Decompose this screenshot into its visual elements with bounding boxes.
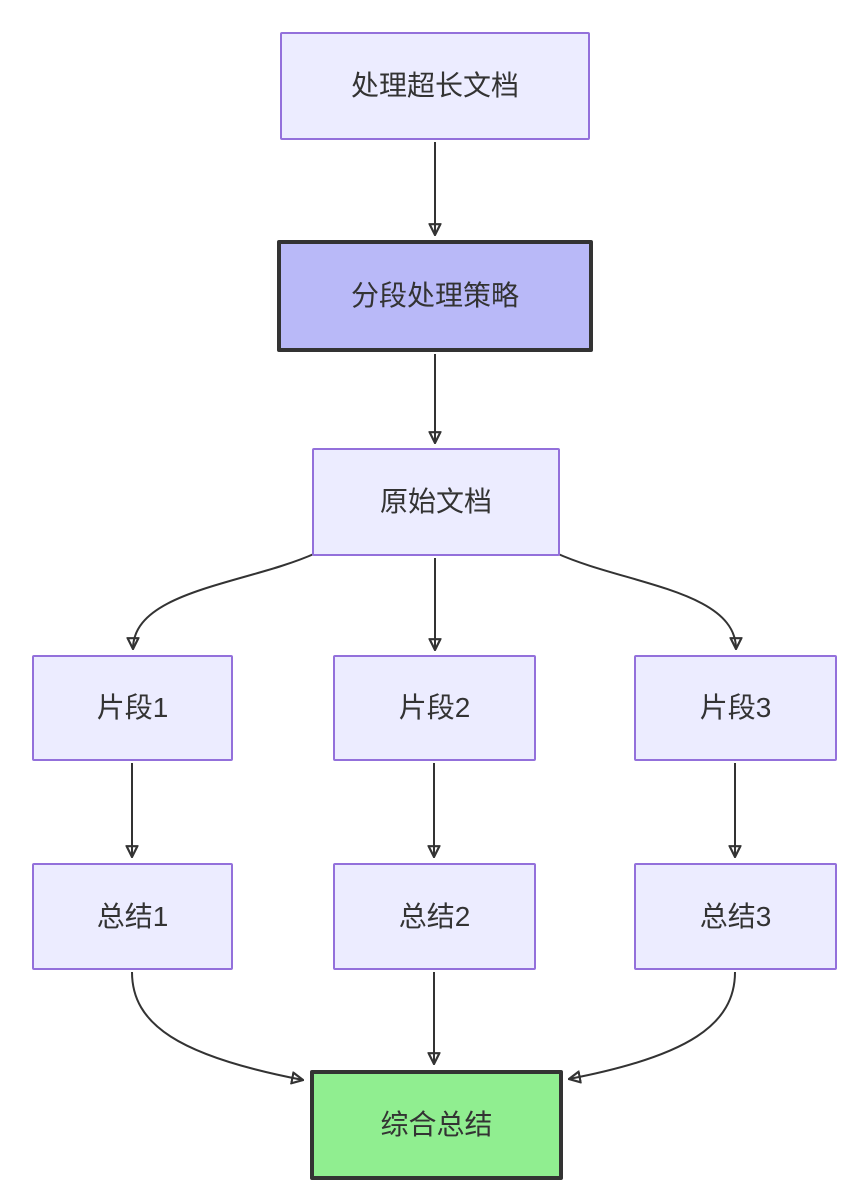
node-summary-3: 总结3 bbox=[634, 863, 837, 970]
node-final-summary: 综合总结 bbox=[310, 1070, 563, 1180]
node-original-document-label: 原始文档 bbox=[379, 486, 492, 518]
node-summary-2: 总结2 bbox=[333, 863, 536, 970]
edge-sum1-final bbox=[131, 971, 303, 1080]
edge-original-frag1 bbox=[133, 552, 317, 649]
edge-original-frag3 bbox=[555, 552, 736, 649]
node-summary-3-label: 总结3 bbox=[699, 900, 772, 932]
node-summary-1-label: 总结1 bbox=[96, 900, 169, 932]
node-fragment-3: 片段3 bbox=[634, 655, 837, 761]
node-fragment-1: 片段1 bbox=[32, 655, 233, 761]
node-fragment-2: 片段2 bbox=[333, 655, 536, 761]
node-fragment-2-label: 片段2 bbox=[398, 692, 471, 724]
node-summary-2-label: 总结2 bbox=[398, 900, 471, 932]
node-process: 处理超长文档 bbox=[280, 32, 590, 140]
edge-sum3-final bbox=[569, 971, 736, 1079]
node-summary-1: 总结1 bbox=[32, 863, 233, 970]
node-fragment-3-label: 片段3 bbox=[699, 692, 772, 724]
node-final-summary-label: 综合总结 bbox=[380, 1109, 493, 1141]
node-fragment-1-label: 片段1 bbox=[96, 692, 169, 724]
node-process-label: 处理超长文档 bbox=[350, 70, 519, 102]
node-strategy-label: 分段处理策略 bbox=[350, 280, 519, 312]
node-strategy: 分段处理策略 bbox=[277, 240, 593, 352]
node-original-document: 原始文档 bbox=[312, 448, 560, 556]
